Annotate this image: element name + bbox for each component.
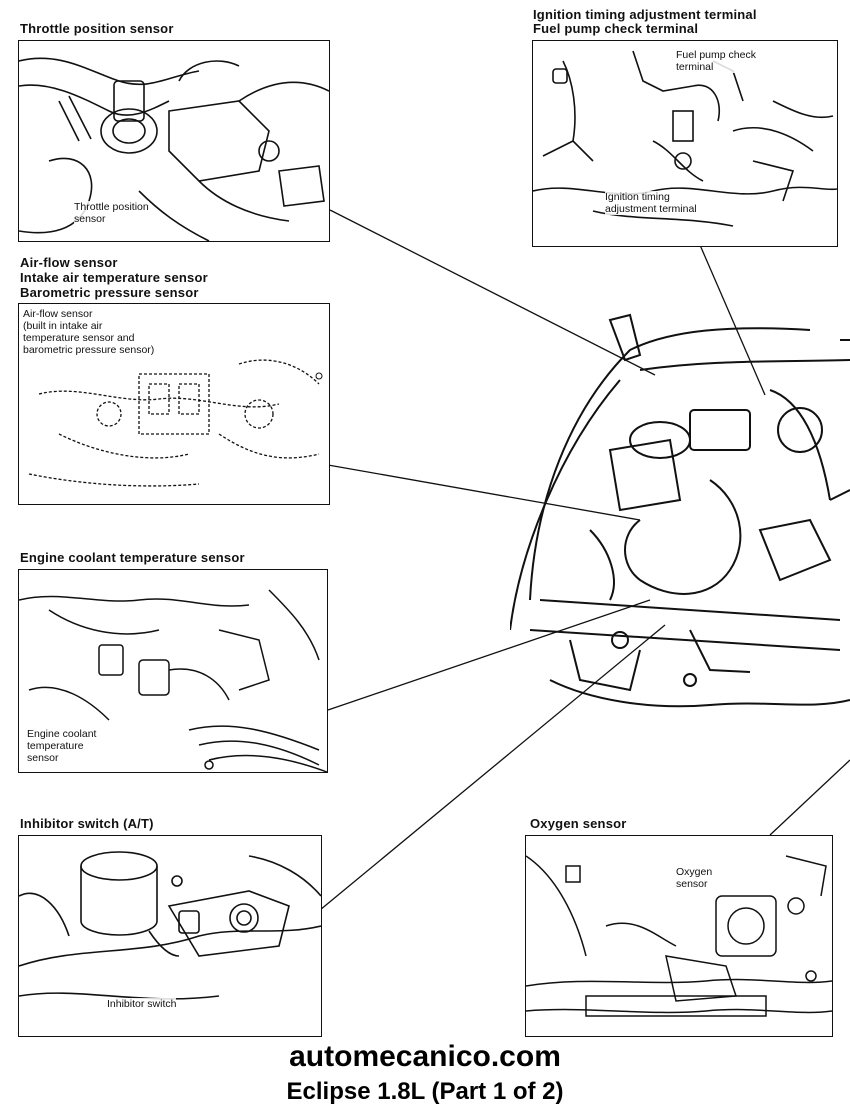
leader-line-oxygen bbox=[769, 759, 850, 836]
oxygen-panel: Oxygen sensor bbox=[525, 835, 833, 1037]
coolant-panel: Engine coolant temperature sensor bbox=[18, 569, 328, 773]
airflow-title-line3: Barometric pressure sensor bbox=[20, 285, 199, 300]
inhibitor-callout: Inhibitor switch bbox=[107, 998, 177, 1010]
ignition-title-line2: Fuel pump check terminal bbox=[533, 21, 699, 36]
airflow-title-line2: Intake air temperature sensor bbox=[20, 270, 208, 285]
ignition-title-line1: Ignition timing adjustment terminal bbox=[533, 7, 757, 22]
fuel-pump-callout: Fuel pump check terminal bbox=[676, 49, 756, 73]
inhibitor-panel: Inhibitor switch bbox=[18, 835, 322, 1037]
airflow-panel: Air-flow sensor (built in intake air tem… bbox=[18, 303, 330, 505]
oxygen-callout: Oxygen sensor bbox=[676, 866, 713, 890]
inhibitor-title: Inhibitor switch (A/T) bbox=[20, 816, 154, 831]
throttle-title: Throttle position sensor bbox=[20, 21, 174, 36]
inhibitor-illustration bbox=[19, 851, 321, 1000]
page-caption: Eclipse 1.8L (Part 1 of 2) bbox=[286, 1078, 564, 1105]
coolant-callout: Engine coolant temperature sensor bbox=[27, 728, 97, 764]
oxygen-title: Oxygen sensor bbox=[530, 816, 627, 831]
engine-bay-illustration bbox=[510, 313, 850, 708]
airflow-callout: Air-flow sensor (built in intake air tem… bbox=[23, 308, 155, 356]
oxygen-illustration bbox=[526, 855, 832, 1017]
site-watermark: automecanico.com bbox=[289, 1040, 561, 1073]
throttle-panel: Throttle position sensor bbox=[18, 40, 330, 242]
coolant-illustration bbox=[19, 589, 327, 772]
ignition-timing-callout: Ignition timing adjustment terminal bbox=[605, 191, 697, 215]
airflow-illustration bbox=[28, 359, 323, 487]
throttle-illustration bbox=[19, 57, 329, 241]
coolant-title: Engine coolant temperature sensor bbox=[20, 550, 245, 565]
airflow-title-line1: Air-flow sensor bbox=[20, 255, 118, 270]
throttle-callout: Throttle position sensor bbox=[74, 201, 149, 225]
ignition-panel: Fuel pump check terminal Ignition timing… bbox=[532, 40, 838, 247]
